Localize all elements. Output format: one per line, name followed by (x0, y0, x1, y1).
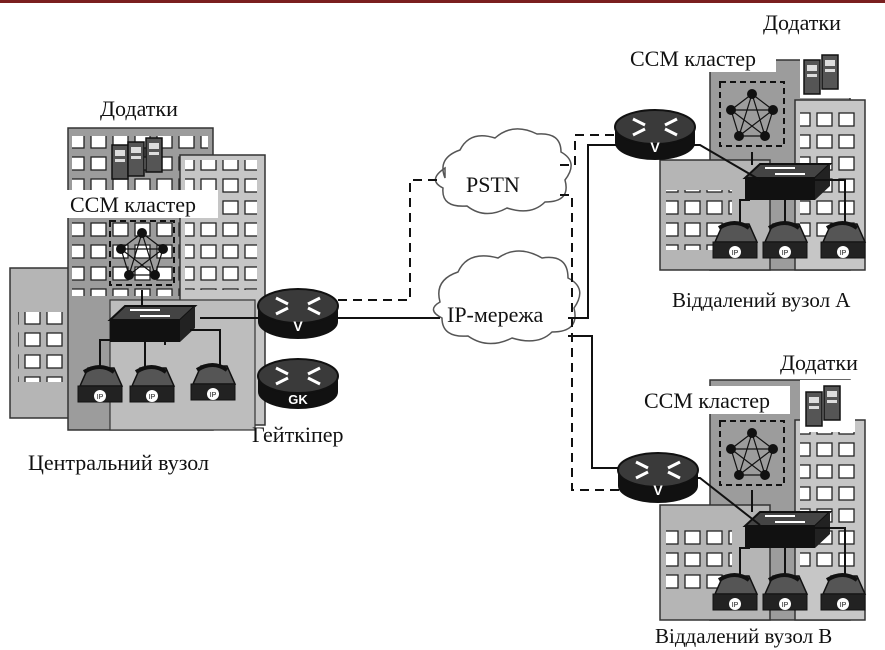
links (338, 134, 622, 491)
central-node: Додатки CCM кластер Центральний вузол (9, 96, 266, 475)
ip-network-label: IP-мережа (447, 302, 544, 327)
remote-node-a: V Додатки CCM кластер Віддалений вузол A (613, 10, 867, 312)
central-apps-label: Додатки (100, 96, 178, 121)
remote-a-router-glyph: V (650, 139, 660, 155)
central-ccm-label: CCM кластер (70, 192, 196, 217)
remote-a-ccm-label-bg (626, 44, 776, 72)
central-node-label: Центральний вузол (28, 450, 209, 475)
remote-a-label: Віддалений вузол A (672, 288, 851, 312)
central-wiring (99, 290, 221, 372)
remote-b-apps-label: Додатки (780, 350, 858, 375)
link-ip-remote-a (568, 144, 622, 319)
gatekeeper-label: Гейткіпер (252, 422, 344, 447)
central-phones (76, 363, 237, 404)
pstn-label: PSTN (466, 172, 520, 197)
link-pstn-remote-b (560, 194, 620, 491)
central-router-glyph: V (293, 318, 303, 334)
central-ccm-label-bg (65, 190, 218, 218)
pstn-cloud: PSTN (434, 128, 572, 215)
link-ip-remote-b (568, 335, 620, 469)
central-switch (109, 305, 196, 343)
gatekeeper-glyph: GK (288, 392, 308, 407)
remote-b-ccm-label-bg (640, 386, 790, 414)
remote-b-ccm-label: CCM кластер (644, 388, 770, 413)
link-central-pstn (338, 179, 440, 301)
remote-a-apps-label: Додатки (763, 10, 841, 35)
remote-b-label: Віддалений вузол B (655, 624, 832, 648)
link-pstn-remote-a (560, 134, 622, 166)
remote-b-router-glyph: V (653, 482, 663, 498)
remote-node-b: V Додатки CCM кластер Віддалений вузол B (616, 350, 867, 648)
top-border (0, 0, 885, 3)
remote-a-ccm-label: CCM кластер (630, 46, 756, 71)
gatekeeper-router: GK (256, 357, 340, 411)
ip-network-cloud: IP-мережа (432, 250, 581, 345)
central-voice-router: V (200, 287, 340, 341)
